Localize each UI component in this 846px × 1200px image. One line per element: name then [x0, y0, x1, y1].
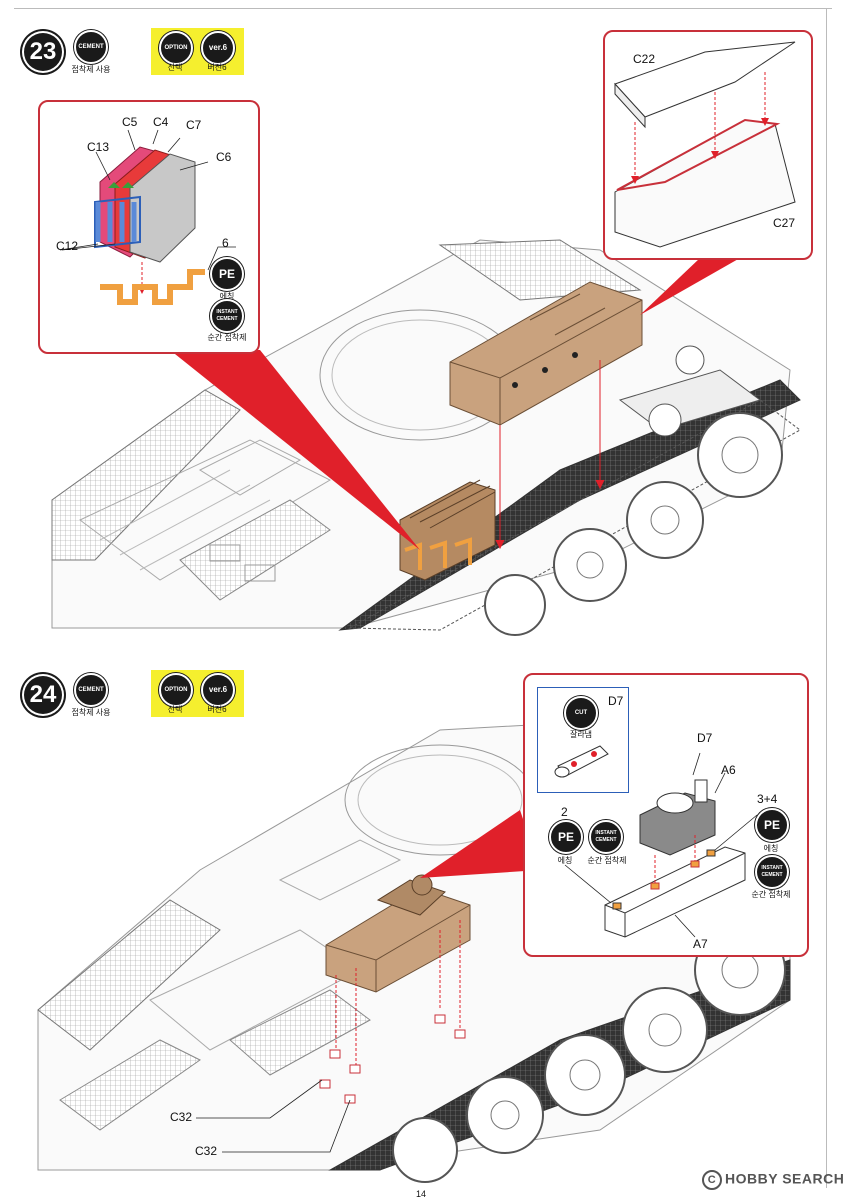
- step-23-engine-parts: [618, 345, 762, 437]
- pe-caption-left: 에칭: [557, 856, 573, 865]
- pe-caption-right: 에칭: [763, 844, 779, 853]
- step-23-number: 23: [24, 33, 62, 71]
- pe-icon: PE: [210, 257, 244, 291]
- step-24-pointer: [420, 810, 540, 878]
- version-caption: 버전6: [207, 63, 227, 72]
- pe-icon-right: PE: [755, 808, 789, 842]
- instant-cement-caption-left: 순간 접착제: [587, 856, 627, 865]
- pe-icon-left: PE: [549, 820, 583, 854]
- label-c32-lower: C32: [195, 1144, 218, 1158]
- page-number: 14: [416, 1189, 427, 1199]
- label-c7: C7: [186, 118, 202, 132]
- pe-caption: 에칭: [219, 292, 235, 301]
- step-23-jerry-cans: [399, 479, 496, 581]
- instant-cement-caption: 순간 접착제: [207, 333, 247, 342]
- label-pe-3-4: 3+4: [757, 792, 778, 806]
- step-24-number: 24: [24, 676, 62, 714]
- option-caption-24: 선택: [167, 705, 183, 714]
- step-24-guide-arrows: [335, 920, 461, 1065]
- label-pe-2: 2: [561, 805, 568, 819]
- label-a6: A6: [721, 763, 736, 777]
- cut-caption: 잘라냄: [569, 730, 593, 739]
- cement-caption: 접착제 사용: [71, 65, 111, 74]
- label-a7: A7: [693, 937, 708, 951]
- jerry-can-detail-drawing: [59, 129, 236, 305]
- label-c13: C13: [87, 140, 110, 154]
- version-icon-24: ver.6: [201, 673, 235, 707]
- step-23-right-pointer: [640, 258, 740, 315]
- cement-icon: CEMENT: [74, 30, 108, 64]
- label-c4: C4: [153, 115, 169, 129]
- d7-cut-detail: CUT 잘라냄 D7: [537, 687, 629, 793]
- stowage-box-detail-drawing: [614, 41, 796, 248]
- label-c22: C22: [633, 52, 656, 66]
- version-caption-24: 버전6: [207, 705, 227, 714]
- step-24-leader-lines: [196, 1079, 351, 1153]
- page-side-rule: [826, 8, 827, 1188]
- label-c5: C5: [122, 115, 138, 129]
- page-top-rule: [14, 8, 832, 9]
- step-23-left-pointer: [170, 350, 420, 550]
- cut-icon: CUT: [564, 696, 598, 730]
- label-d7: D7: [697, 731, 713, 745]
- copyright-icon: C: [702, 1170, 722, 1190]
- label-c27: C27: [773, 216, 796, 230]
- step-23-guide-arrows: [495, 360, 605, 550]
- label-c12: C12: [56, 239, 79, 253]
- step-24-brackets: [319, 1014, 466, 1104]
- toolbox-detail-drawing: [564, 752, 758, 938]
- cement-caption-24: 접착제 사용: [71, 708, 111, 717]
- label-pe-6: 6: [222, 236, 229, 250]
- label-c6: C6: [216, 150, 232, 164]
- watermark-text: HOBBY SEARCH: [725, 1170, 845, 1187]
- step-24-tool-box: [325, 874, 471, 993]
- instant-cement-caption-right: 순간 접착제: [751, 890, 791, 899]
- label-c32-upper: C32: [170, 1110, 193, 1124]
- cement-icon-24: CEMENT: [74, 673, 108, 707]
- label-d7-small: D7: [608, 694, 624, 708]
- step-23-track: [338, 379, 801, 636]
- option-caption: 선택: [167, 63, 183, 72]
- option-icon-24: OPTION: [159, 673, 193, 707]
- step-23-stowage-box: [449, 281, 643, 426]
- version-icon: ver.6: [201, 31, 235, 65]
- option-icon: OPTION: [159, 31, 193, 65]
- step-24-track: [328, 924, 791, 1183]
- d7-cut-drawing: [554, 745, 609, 778]
- step-23-box-inset: C22 C27: [603, 30, 813, 260]
